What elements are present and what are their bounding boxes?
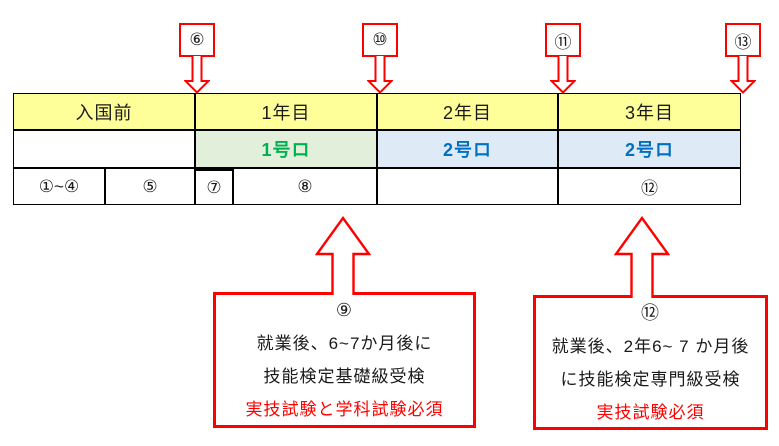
callout-number: ⑨	[335, 300, 354, 320]
callout-line: 就業後、2年6~ 7 か月後	[551, 336, 750, 356]
down-arrow-icon	[730, 56, 756, 94]
step-cell-1-4: ①~④	[13, 168, 105, 205]
phase-label: 1号ロ	[261, 140, 311, 160]
phase-cell-2go-ro-y2: 2号ロ	[377, 130, 558, 168]
header-label: 2年目	[442, 102, 492, 123]
callout-specialist-exam: ⑫ 就業後、2年6~ 7 か月後 に技能検定専門級受検 実技試験必須	[533, 295, 768, 430]
step-label: ①~④	[38, 176, 80, 196]
step-cell-8: ⑧	[233, 168, 377, 205]
up-arrow-icon	[315, 216, 371, 295]
callout-number: ⑫	[641, 302, 660, 323]
header-cell-year2: 2年目	[377, 93, 558, 130]
header-label: 入国前	[75, 102, 133, 123]
callout-line: に技能検定専門級受検	[560, 369, 741, 389]
step-label: ⑫	[641, 179, 658, 198]
marker-13-box: ⑬	[725, 23, 761, 57]
phase-label: 2号ロ	[442, 140, 492, 160]
step-cell-5: ⑤	[105, 168, 195, 205]
callout-basic-exam: ⑨ 就業後、6~7か月後に 技能検定基礎級受検 実技試験と学科試験必須	[213, 292, 476, 428]
down-arrow-icon	[184, 56, 210, 94]
callout-line: 就業後、6~7か月後に	[256, 334, 433, 353]
down-arrow-icon	[367, 56, 393, 94]
phase-cell-2go-ro-y3: 2号ロ	[558, 130, 741, 168]
header-cell-before-entry: 入国前	[13, 93, 195, 130]
marker-6-box: ⑥	[179, 23, 215, 57]
step-label: ⑧	[297, 176, 313, 196]
step-label: ⑤	[142, 176, 158, 196]
marker-11-box: ⑪	[545, 23, 581, 57]
callout-highlight-line: 実技試験と学科試験必須	[245, 400, 444, 419]
marker-13-label: ⑬	[734, 32, 752, 52]
phase-label: 2号ロ	[624, 140, 674, 160]
up-arrow-icon	[614, 216, 670, 298]
step-cell-12: ⑫	[558, 168, 741, 205]
header-cell-year3: 3年目	[558, 93, 741, 130]
header-cell-year1: 1年目	[195, 93, 377, 130]
marker-11-label: ⑪	[554, 32, 572, 52]
step-cell-empty	[377, 168, 558, 205]
marker-10-box: ⑩	[362, 23, 398, 57]
phase-cell-1go-ro: 1号ロ	[195, 130, 377, 168]
callout-line: 技能検定基礎級受検	[263, 367, 426, 386]
marker-10-label: ⑩	[372, 30, 388, 49]
header-label: 3年目	[624, 102, 674, 123]
step-cell-7: ⑦	[195, 168, 233, 205]
header-label: 1年目	[261, 102, 311, 123]
step-label: ⑦	[206, 177, 222, 197]
phase-cell-empty	[13, 130, 195, 168]
callout-highlight-line: 実技試験必須	[596, 402, 705, 422]
down-arrow-icon	[550, 56, 576, 94]
marker-6-label: ⑥	[189, 30, 205, 49]
